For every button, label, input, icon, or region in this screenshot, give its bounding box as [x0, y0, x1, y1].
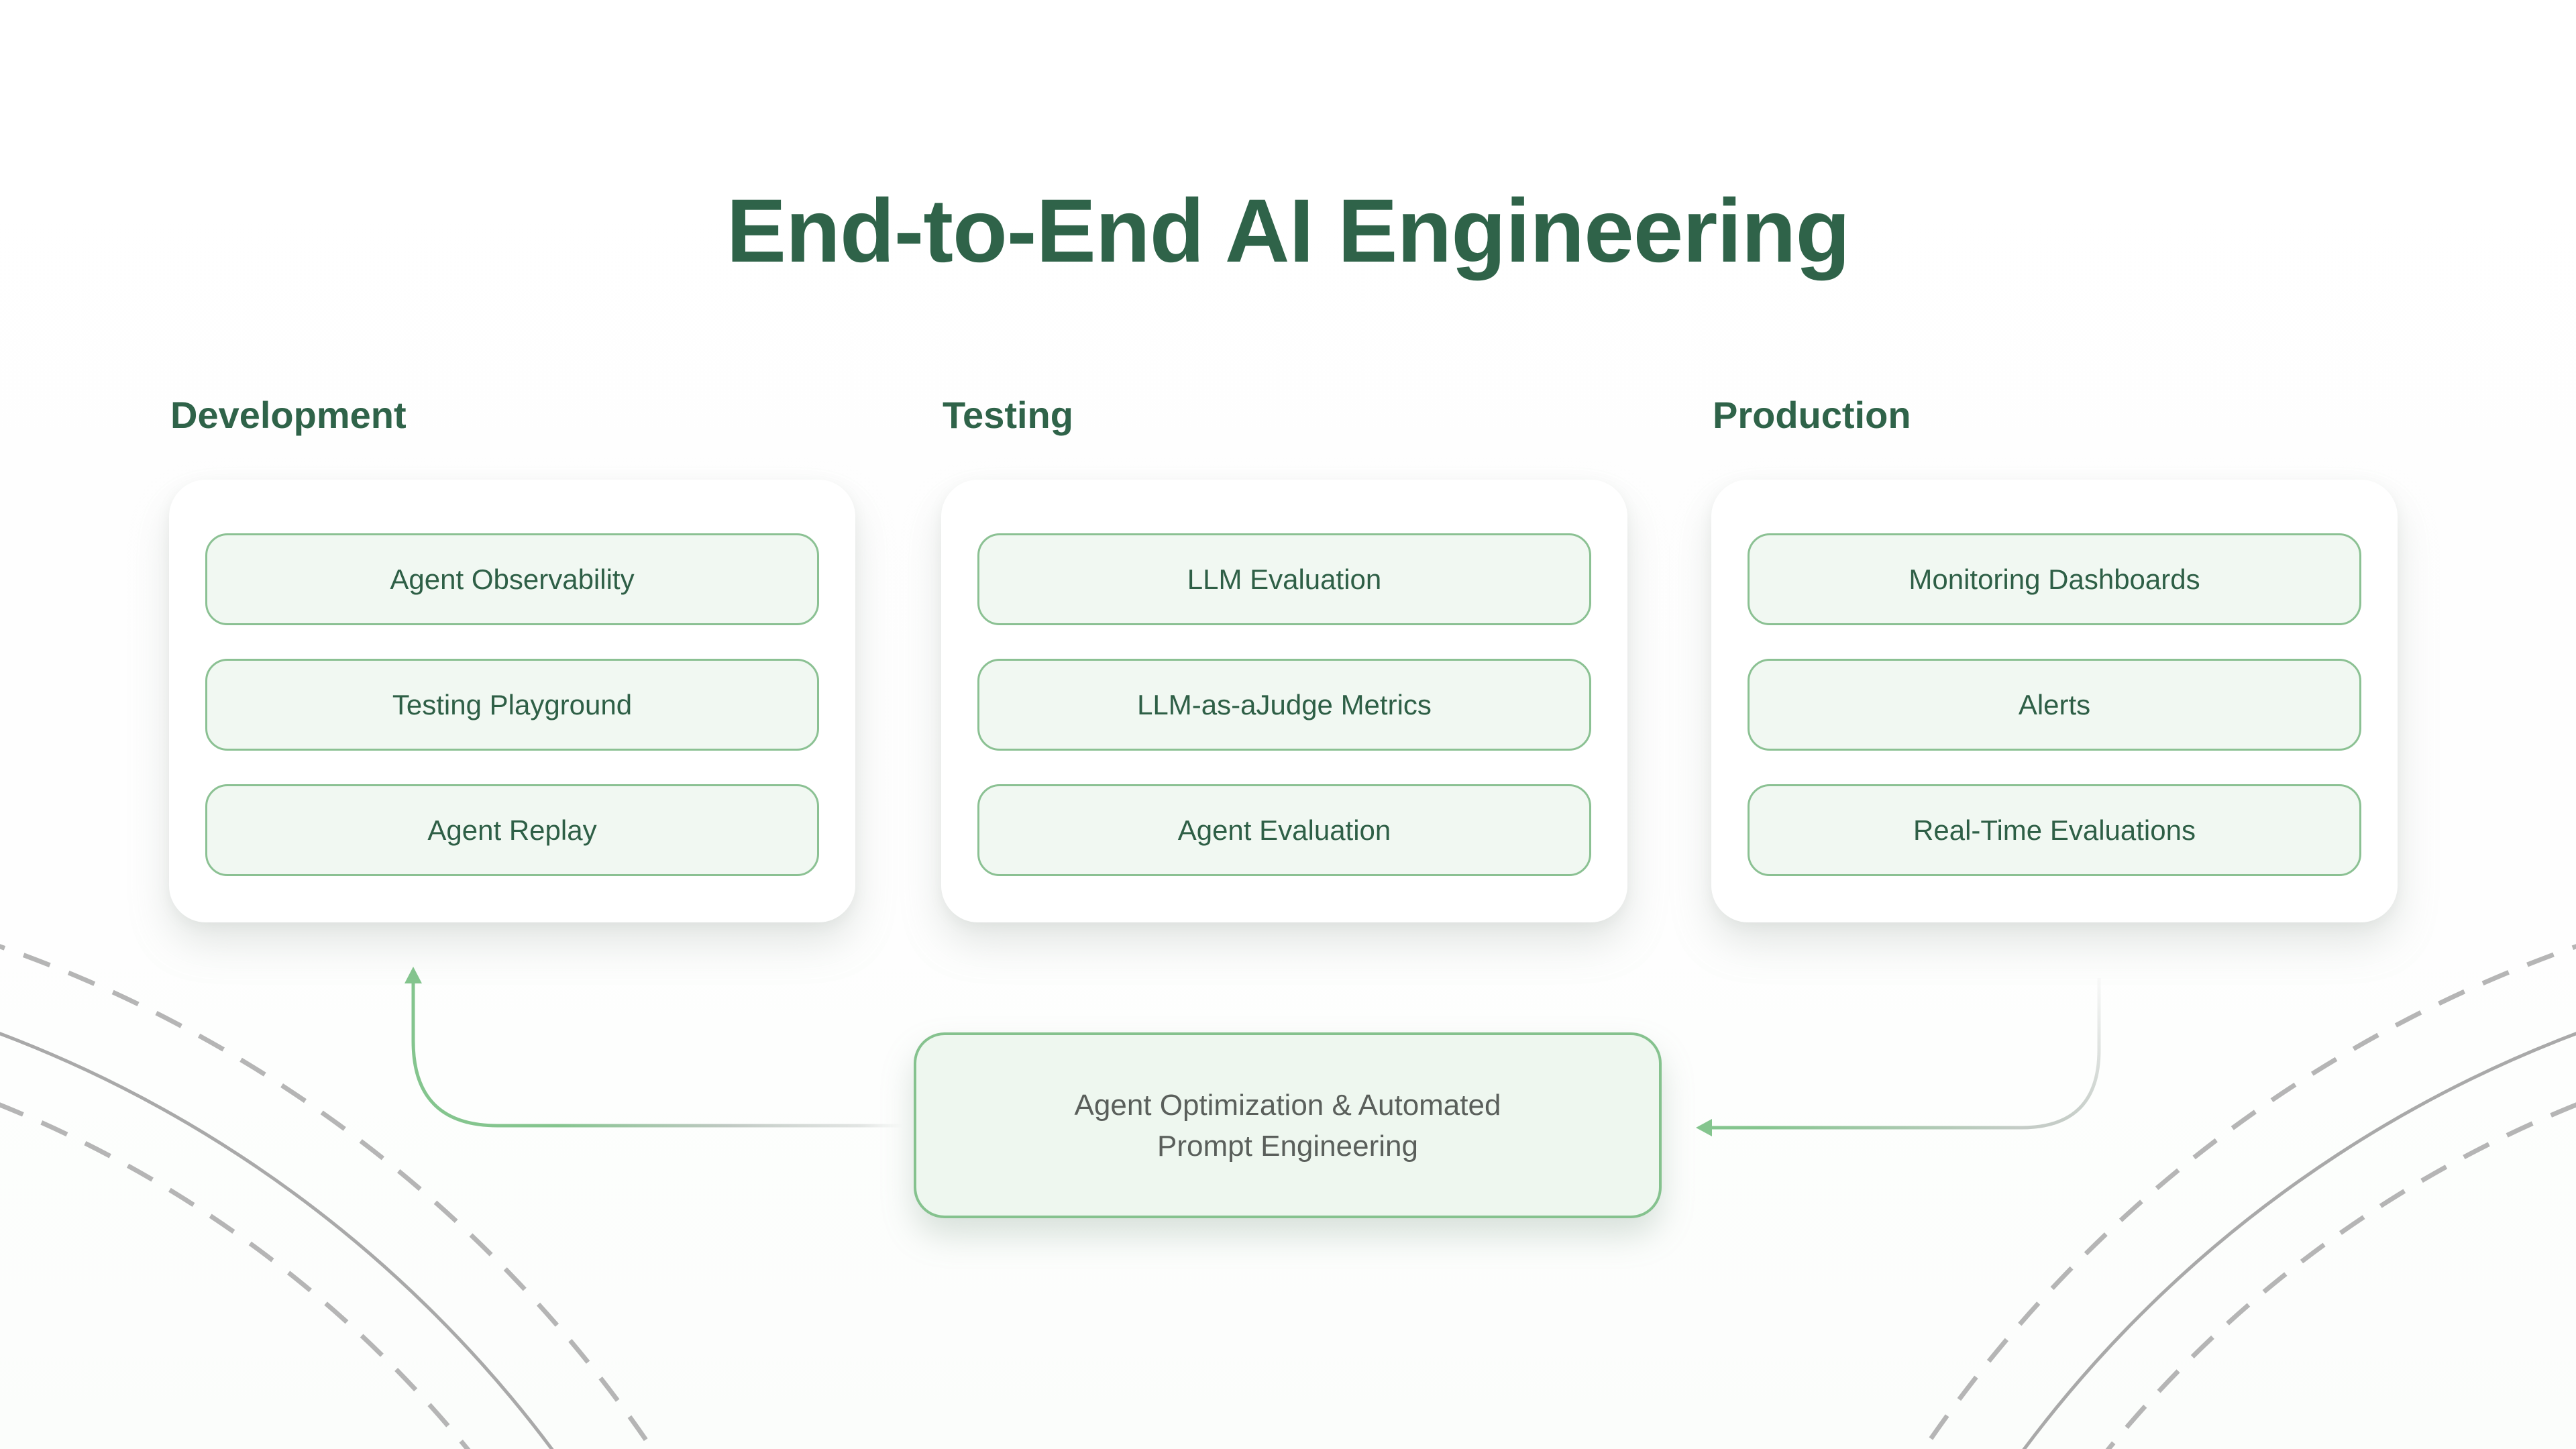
arrow-up-icon	[405, 967, 422, 983]
pill-agent-evaluation: Agent Evaluation	[977, 784, 1591, 876]
arrow-to-development	[405, 967, 902, 1128]
arrow-to-optimization-box	[1696, 978, 2101, 1136]
card: Monitoring Dashboards Alerts Real-Time E…	[1711, 480, 2398, 922]
column-title: Development	[170, 394, 407, 436]
column-production: Production Monitoring Dashboards Alerts …	[1711, 394, 2398, 922]
pill-alerts: Alerts	[1748, 659, 2361, 751]
pill-testing-playground: Testing Playground	[205, 659, 819, 751]
column-title: Testing	[943, 394, 1073, 436]
column-testing: Testing LLM Evaluation LLM-as-aJudge Met…	[941, 394, 1627, 922]
pill-realtime-evaluations: Real-Time Evaluations	[1748, 784, 2361, 876]
dashed-arc-decoration	[0, 944, 655, 1449]
column-title: Production	[1713, 394, 1911, 436]
connector-line	[2021, 978, 2101, 1130]
corner-arcs-left	[0, 944, 655, 1449]
card: Agent Observability Testing Playground A…	[169, 480, 855, 922]
column-development: Development Agent Observability Testing …	[169, 394, 855, 922]
arrow-left-icon	[1696, 1119, 1712, 1136]
optimization-box-line1: Agent Optimization & Automated	[1074, 1088, 1501, 1122]
dashed-arc-decoration	[0, 1102, 470, 1449]
dashed-arc-decoration	[1921, 944, 2576, 1449]
pill-monitoring-dashboards: Monitoring Dashboards	[1748, 533, 2361, 625]
dashed-arc-decoration	[2106, 1102, 2576, 1449]
corner-arcs-right	[1921, 944, 2576, 1449]
optimization-box-line2: Prompt Engineering	[1157, 1129, 1418, 1163]
pill-llm-evaluation: LLM Evaluation	[977, 533, 1591, 625]
page-title: End-to-End AI Engineering	[726, 181, 1851, 281]
pill-agent-observability: Agent Observability	[205, 533, 819, 625]
pill-agent-replay: Agent Replay	[205, 784, 819, 876]
optimization-box: Agent Optimization & Automated Prompt En…	[914, 1032, 1662, 1218]
pill-llm-judge-metrics: LLM-as-aJudge Metrics	[977, 659, 1591, 751]
card: LLM Evaluation LLM-as-aJudge Metrics Age…	[941, 480, 1627, 922]
connector-line	[411, 981, 498, 1128]
